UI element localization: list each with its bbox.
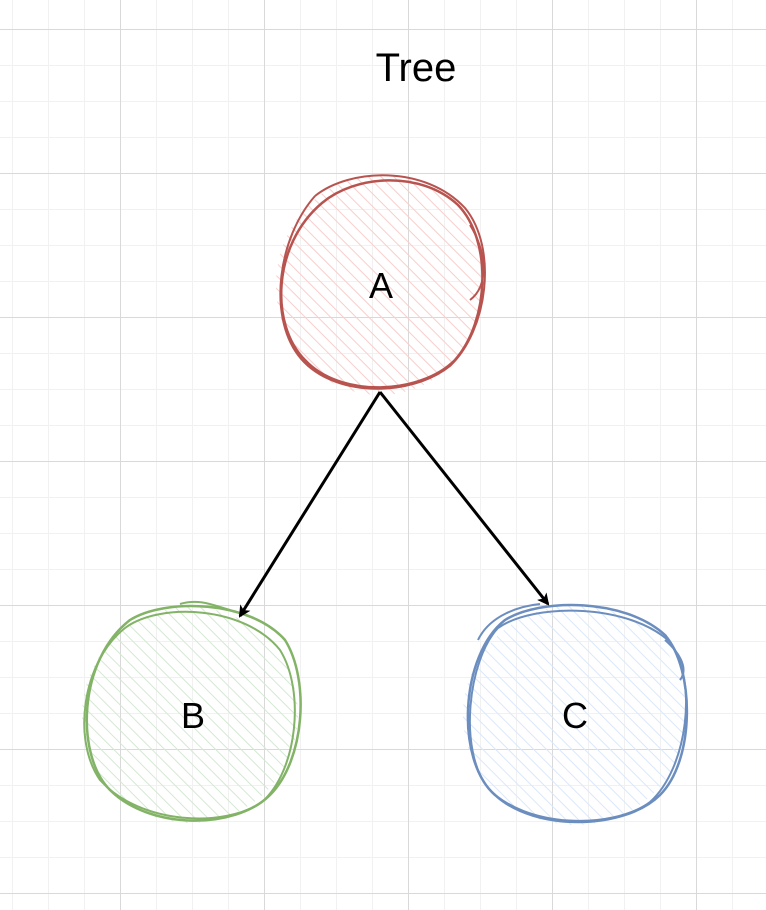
diagram-title: Tree <box>375 46 457 90</box>
edge-a-to-b[interactable] <box>238 391 382 618</box>
node-c[interactable] <box>463 603 689 825</box>
node-b-label: B <box>180 695 205 736</box>
node-a-label: A <box>368 265 393 306</box>
node-c-label: C <box>562 695 588 736</box>
node-c-outline <box>466 603 689 824</box>
node-a[interactable] <box>276 174 486 395</box>
edge-a-to-c[interactable] <box>378 391 550 606</box>
